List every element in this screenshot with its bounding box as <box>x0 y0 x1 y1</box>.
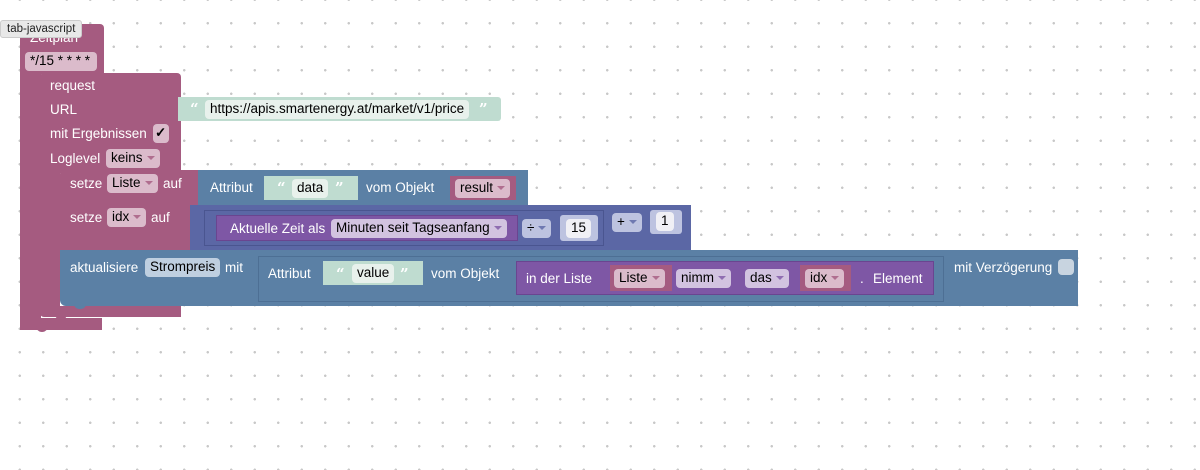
chevron-down-icon <box>146 156 155 161</box>
with-results-checkbox[interactable]: ✓ <box>153 124 169 143</box>
close-quote-icon: ” <box>400 265 409 283</box>
dot-label: . <box>860 271 864 286</box>
add-operator-dropdown[interactable]: + <box>612 213 642 232</box>
update-state-notch <box>74 304 86 309</box>
schedule-block-notch <box>36 326 48 332</box>
delay-label: mit Verzögerung <box>954 260 1053 275</box>
value-input[interactable]: value <box>352 264 395 283</box>
from-object-label: vom Objekt <box>366 180 435 195</box>
open-quote-icon: “ <box>190 100 199 118</box>
chevron-down-icon <box>831 276 840 281</box>
take-mode-dropdown[interactable]: nimm <box>676 269 731 288</box>
data-input[interactable]: data <box>292 179 329 198</box>
chevron-down-icon <box>493 226 502 231</box>
time-mode-dropdown[interactable]: Minuten seit Tagseanfang <box>331 219 507 238</box>
chevron-down-icon <box>497 186 506 191</box>
set-list-var: Liste <box>112 175 141 190</box>
time-mode: Minuten seit Tagseanfang <box>336 220 490 235</box>
index-var: idx <box>810 270 828 285</box>
from-object-label-2: vom Objekt <box>431 266 500 281</box>
where-mode: das <box>750 270 772 285</box>
attribute-label-2: Attribut <box>268 266 311 281</box>
divide-operator: ÷ <box>527 220 535 235</box>
open-quote-icon: “ <box>277 179 286 197</box>
close-quote-icon: ” <box>479 100 488 118</box>
tooltip: tab-javascript <box>0 20 83 38</box>
chevron-down-icon <box>628 220 637 225</box>
chevron-down-icon <box>718 276 726 281</box>
addend-input[interactable]: 1 <box>656 212 674 231</box>
result-var: result <box>460 180 494 195</box>
delay-checkbox[interactable] <box>1058 259 1074 275</box>
divide-operator-dropdown[interactable]: ÷ <box>522 219 552 238</box>
attribute-label: Attribut <box>210 180 253 195</box>
update-label: aktualisiere <box>70 260 139 275</box>
url-input[interactable]: https://apis.smartenergy.at/market/v1/pr… <box>205 100 470 119</box>
set-idx-var-dropdown[interactable]: idx <box>107 208 147 227</box>
request-block-spine <box>40 170 60 310</box>
chevron-down-icon <box>538 226 547 231</box>
chevron-down-icon <box>133 215 142 220</box>
request-label: request <box>50 78 96 93</box>
in-list-label: in der Liste <box>526 271 593 286</box>
list-var-dropdown[interactable]: Liste <box>614 269 665 288</box>
divisor-input[interactable]: 15 <box>566 219 592 238</box>
with-results-label: mit Ergebnissen <box>50 126 147 141</box>
set-list-var-dropdown[interactable]: Liste <box>107 174 158 193</box>
loglevel-dropdown[interactable]: keins <box>106 149 160 168</box>
result-var-dropdown[interactable]: result <box>455 179 511 198</box>
state-dropdown[interactable]: Strompreis <box>145 258 221 277</box>
cron-field[interactable]: */15 * * * * <box>25 52 97 71</box>
set-list-auf: auf <box>163 176 182 191</box>
loglevel-label: Loglevel <box>50 151 101 166</box>
current-time-label: Aktuelle Zeit als <box>230 221 326 236</box>
chevron-down-icon <box>775 276 784 281</box>
set-idx-setze: setze <box>70 210 103 225</box>
element-label: Element <box>873 271 923 286</box>
set-idx-auf: auf <box>151 210 170 225</box>
set-idx-var: idx <box>112 209 130 224</box>
where-mode-dropdown[interactable]: das <box>745 269 789 288</box>
chevron-down-icon <box>651 276 660 281</box>
add-operator: + <box>617 214 625 229</box>
take-mode: nimm <box>681 270 714 285</box>
close-quote-icon: ” <box>335 179 344 197</box>
request-block-footer <box>40 306 181 317</box>
list-get-block[interactable] <box>516 261 934 295</box>
schedule-block-spine <box>20 60 41 330</box>
open-quote-icon: “ <box>336 265 345 283</box>
index-var-dropdown[interactable]: idx <box>805 269 845 288</box>
chevron-down-icon <box>144 181 153 186</box>
request-block-notch <box>55 314 67 320</box>
list-var: Liste <box>619 270 648 285</box>
set-list-setze: setze <box>70 176 103 191</box>
url-label: URL <box>50 102 78 117</box>
loglevel-value: keins <box>111 150 143 165</box>
update-mit: mit <box>225 260 243 275</box>
